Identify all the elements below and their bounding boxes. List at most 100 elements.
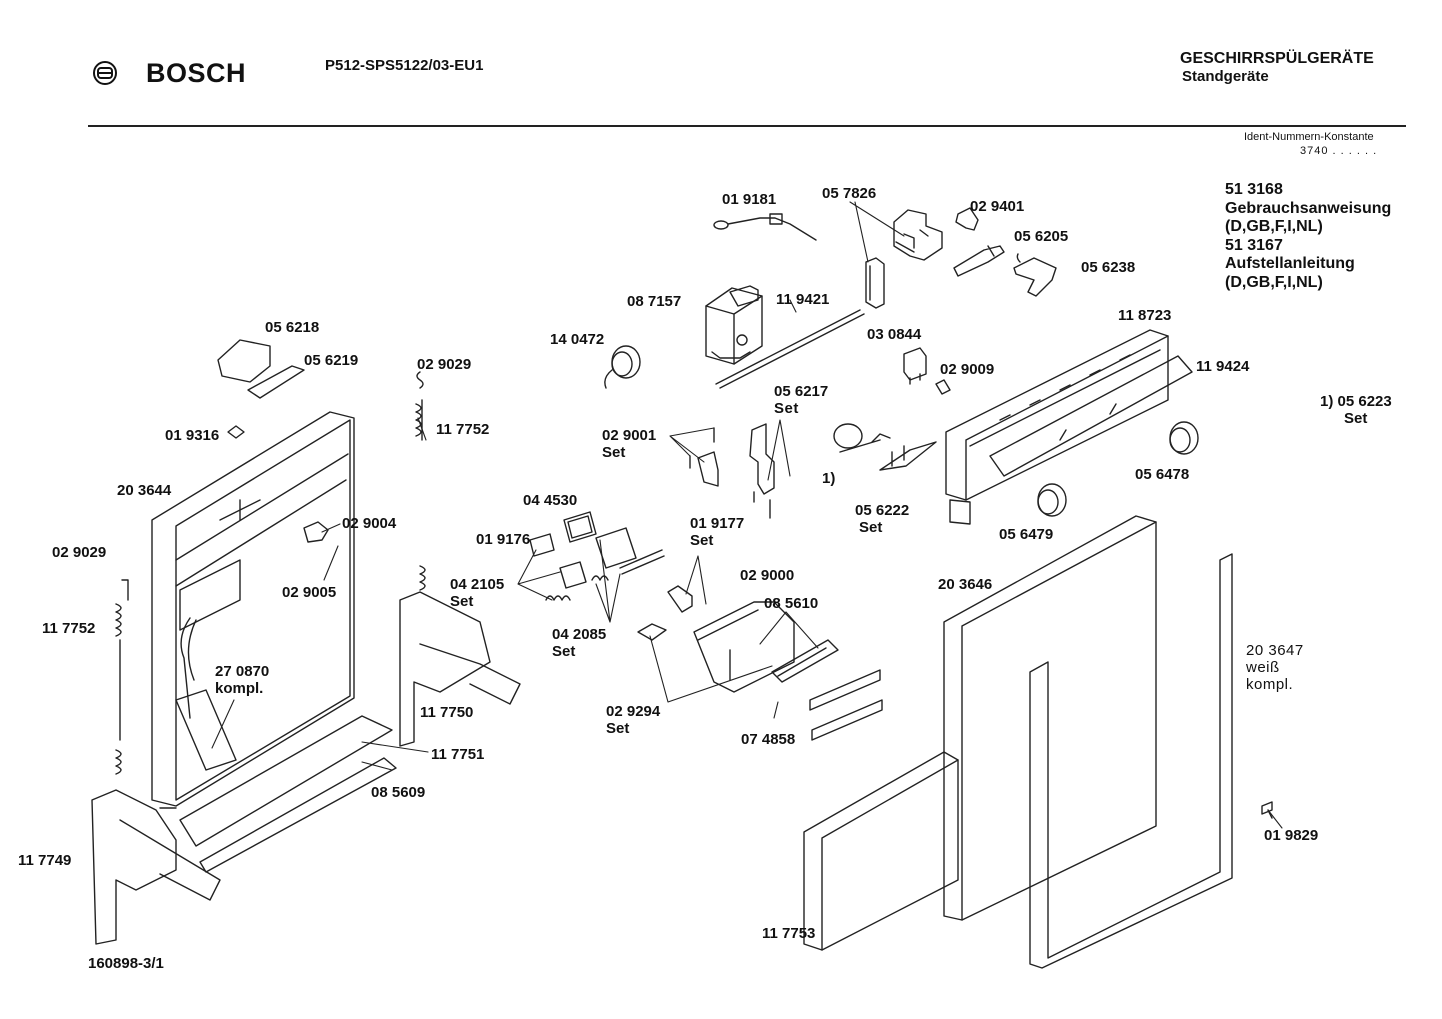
part-label: 11 7751 bbox=[431, 746, 485, 763]
category-subtitle: Standgeräte bbox=[1182, 68, 1269, 85]
rotary-knob-part bbox=[604, 345, 641, 389]
part-label: 02 9005 bbox=[282, 584, 337, 601]
seal-part bbox=[771, 639, 839, 683]
part-label: 01 9829 bbox=[1264, 827, 1319, 844]
header-rule bbox=[88, 125, 1406, 127]
part-label: 01 9181 bbox=[722, 191, 777, 208]
door-trim-part bbox=[179, 715, 397, 873]
part-label: 11 7749 bbox=[18, 852, 72, 869]
part-label: 07 4858 bbox=[741, 731, 796, 748]
switch-part bbox=[955, 207, 979, 231]
doc-langs: (D,GB,F,I,NL) bbox=[1225, 273, 1323, 291]
ident-value: 3740 . . . . . . bbox=[1300, 145, 1378, 157]
part-label: 11 9421 bbox=[776, 291, 830, 308]
lever-small-part bbox=[637, 623, 667, 641]
part-label: 02 9009 bbox=[940, 361, 995, 378]
part-label: 03 0844 bbox=[867, 326, 922, 343]
part-label: 08 5610 bbox=[764, 595, 819, 612]
leader-lines bbox=[211, 201, 1283, 829]
doc-langs: (D,GB,F,I,NL) bbox=[1225, 218, 1323, 235]
part-label: 02 9004 bbox=[342, 515, 397, 532]
footer-code: 160898-3/1 bbox=[88, 955, 164, 972]
bracket-strip-part bbox=[809, 669, 883, 741]
sensor-cable-part bbox=[713, 213, 817, 241]
part-label: 11 9424 bbox=[1196, 358, 1250, 375]
frame-part bbox=[1029, 553, 1233, 969]
screw-small-part bbox=[1261, 801, 1273, 819]
part-label: 20 3646 bbox=[938, 576, 993, 593]
connecting-rod-part bbox=[715, 309, 865, 389]
category-title: GESCHIRRSPÜLGERÄTE bbox=[1180, 50, 1374, 67]
part-label: 01 9316 bbox=[165, 427, 220, 444]
part-label: 11 7752 bbox=[42, 620, 96, 637]
doc-name: Aufstellanleitung bbox=[1225, 255, 1355, 272]
dispenser-body-part bbox=[693, 601, 795, 693]
spring-set-part bbox=[689, 427, 719, 487]
part-label: 05 6205 bbox=[1014, 228, 1069, 245]
spring-left-part bbox=[115, 579, 129, 775]
control-panel-part bbox=[945, 329, 1169, 525]
model-number: P512-SPS5122/03-EU1 bbox=[325, 57, 484, 74]
selector-part bbox=[833, 423, 937, 471]
spring-top-part bbox=[415, 371, 424, 441]
part-label: 20 3644 bbox=[117, 482, 172, 499]
door-inner-part bbox=[151, 411, 355, 809]
part-label: 02 9401 bbox=[970, 198, 1025, 215]
cable-part bbox=[175, 617, 237, 771]
latch-bracket-part bbox=[749, 423, 775, 519]
timer-motor-part bbox=[705, 285, 763, 365]
part-label: 01 9176 bbox=[476, 531, 531, 548]
lever-part bbox=[1013, 253, 1057, 297]
footnote: 1) 05 6223 Set bbox=[1320, 393, 1392, 427]
part-label: 05 7826 bbox=[822, 185, 877, 202]
hinge-left-part bbox=[91, 789, 221, 945]
part-label: 05 6219 bbox=[304, 352, 359, 369]
doc-name: Gebrauchsanweisung bbox=[1225, 199, 1392, 217]
part-label: 11 7752 bbox=[436, 421, 490, 438]
door-lock-part bbox=[865, 209, 943, 309]
screw-part bbox=[227, 425, 245, 439]
plinth-part bbox=[803, 751, 959, 951]
ident-title: Ident-Nummern-Konstante bbox=[1244, 131, 1374, 143]
micro-switch-part bbox=[903, 347, 927, 385]
spring-mid-part bbox=[419, 565, 426, 591]
fascia-strip-part bbox=[989, 355, 1193, 477]
doc-number: 51 3168 bbox=[1225, 181, 1283, 198]
part-label: 04 4530 bbox=[523, 492, 578, 509]
part-label: 05 6218 bbox=[265, 319, 320, 336]
part-label: 05 6478 bbox=[1135, 466, 1190, 483]
knob-right-part bbox=[1169, 421, 1199, 455]
side-panel-part bbox=[943, 515, 1157, 921]
part-label: 02 9000 bbox=[740, 567, 795, 584]
brand-name: BOSCH bbox=[146, 58, 247, 88]
plunger-part bbox=[953, 245, 1005, 277]
bracket-part bbox=[303, 521, 329, 543]
valve-part bbox=[667, 585, 693, 613]
part-label: 05 6238 bbox=[1081, 259, 1136, 276]
document-list: 51 3168 Gebrauchsanweisung (D,GB,F,I,NL)… bbox=[1225, 181, 1391, 292]
bosch-logo-icon bbox=[93, 61, 117, 85]
part-label: 08 7157 bbox=[627, 293, 682, 310]
part-label: 05 6479 bbox=[999, 526, 1054, 543]
knob-front-part bbox=[1037, 483, 1067, 517]
part-label: 02 9029 bbox=[417, 356, 472, 373]
part-label: 1) bbox=[822, 470, 836, 487]
part-label: 14 0472 bbox=[550, 331, 605, 348]
part-label: 02 9029 bbox=[52, 544, 107, 561]
door-hinge-part bbox=[217, 339, 305, 399]
part-label: 11 7753 bbox=[762, 925, 816, 942]
hinge-right-part bbox=[399, 591, 521, 747]
doc-number: 51 3167 bbox=[1225, 236, 1283, 254]
part-label: 11 7750 bbox=[420, 704, 474, 721]
part-label: 08 5609 bbox=[371, 784, 426, 801]
part-label: 11 8723 bbox=[1118, 307, 1172, 324]
